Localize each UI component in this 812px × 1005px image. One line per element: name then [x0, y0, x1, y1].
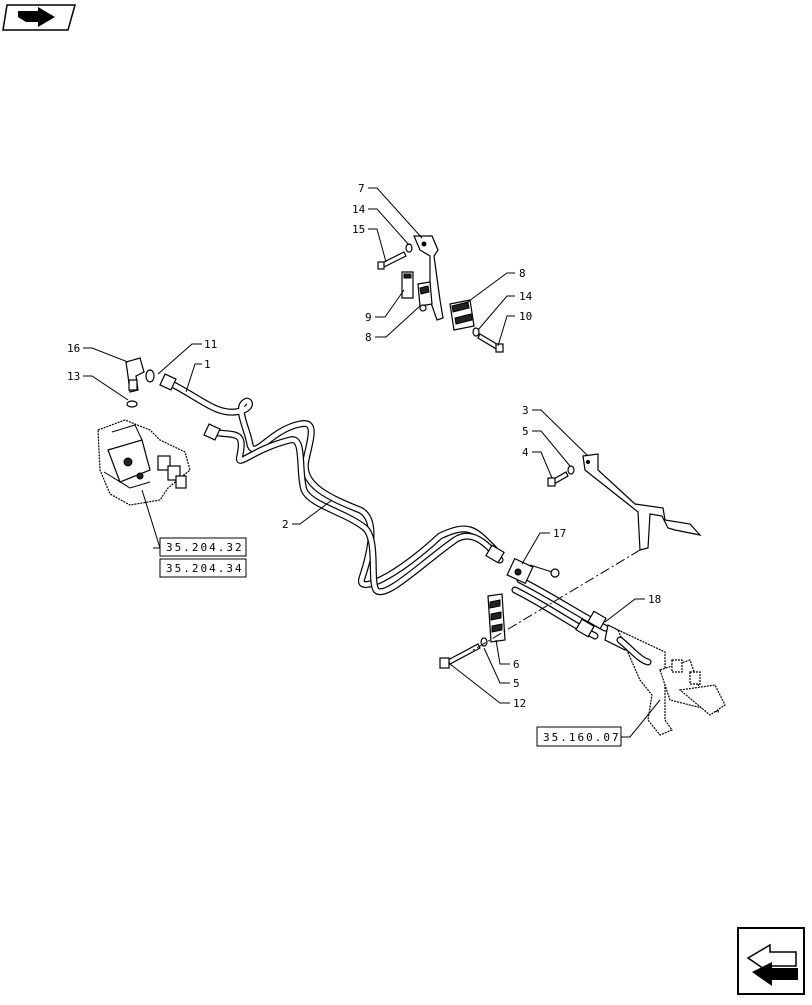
callout-9: 9: [365, 311, 372, 324]
reference-label: 35.204.34: [166, 562, 244, 575]
callout-7: 7: [358, 182, 365, 195]
reference-box[interactable]: 35.204.34: [159, 558, 247, 578]
callout-16: 16: [67, 342, 80, 355]
next-page-arrow-icon[interactable]: [737, 927, 805, 995]
leader-lines: [83, 187, 661, 738]
callout-8: 8: [365, 331, 372, 344]
callout-6: 6: [513, 658, 520, 671]
callout-1: 1: [204, 358, 211, 371]
callout-3: 3: [522, 404, 529, 417]
callout-5: 5: [513, 677, 520, 690]
callout-4: 4: [522, 446, 529, 459]
callout-14: 14: [352, 203, 366, 216]
reference-box[interactable]: 35.160.07: [536, 726, 622, 747]
callout-17: 17: [553, 527, 566, 540]
callout-labels: 7 14 15 9 8 8 14 10 16 13 11 1 3 5 4 2 1…: [67, 182, 661, 710]
book-arrow-icon[interactable]: [2, 4, 76, 31]
lower-clamp-assembly: [439, 593, 506, 669]
callout-2: 2: [282, 518, 289, 531]
hydraulic-pipes: [159, 373, 631, 651]
callout-10: 10: [519, 310, 532, 323]
reference-box[interactable]: 35.204.32: [159, 537, 247, 557]
callout-18: 18: [648, 593, 661, 606]
upper-bracket-assembly: [377, 235, 504, 353]
callout-11: 11: [204, 338, 217, 351]
callout-13: 13: [67, 370, 80, 383]
control-valve-block: [97, 419, 191, 506]
coupler-assembly: [616, 628, 726, 736]
callout-15: 15: [352, 223, 365, 236]
callout-8: 8: [519, 267, 526, 280]
reference-label: 35.160.07: [543, 731, 621, 744]
callout-14: 14: [519, 290, 533, 303]
reference-boxes: 35.204.32 35.204.34 35.160.07: [159, 537, 622, 747]
callout-5: 5: [522, 425, 529, 438]
callout-12: 12: [513, 697, 526, 710]
alignment-line: [469, 549, 641, 653]
support-bracket-3: [547, 453, 702, 551]
elbow-fitting: [125, 357, 155, 408]
reference-label: 35.204.32: [166, 541, 244, 554]
ball-valve: [506, 557, 560, 585]
